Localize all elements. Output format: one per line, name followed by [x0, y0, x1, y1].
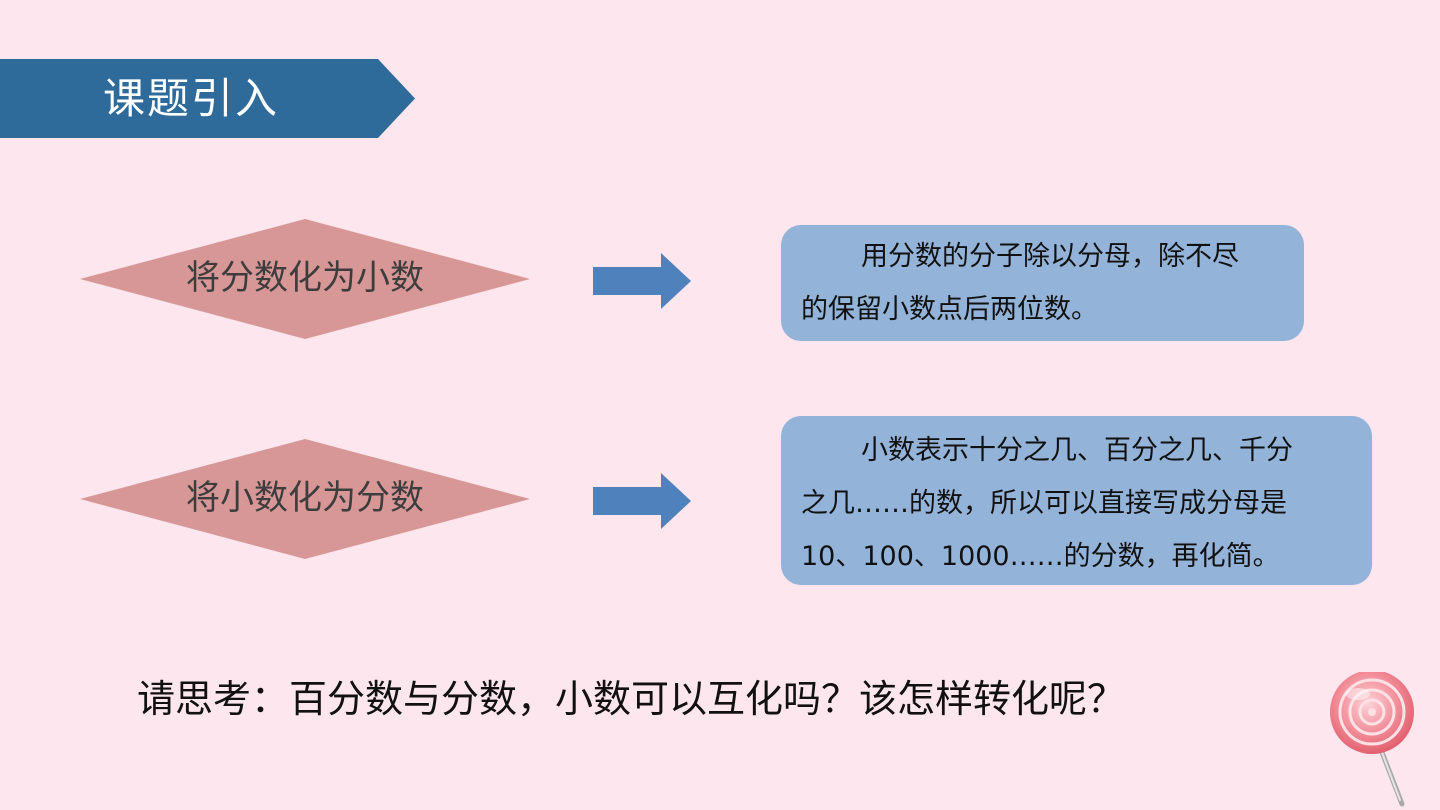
- explanation-box-1: 用分数的分子除以分母，除不尽 的保留小数点后两位数。: [781, 225, 1304, 341]
- explanation-box-2: 小数表示十分之几、百分之几、千分 之几……的数，所以可以直接写成分母是 10、1…: [781, 416, 1372, 585]
- right-arrow-icon: [593, 473, 691, 529]
- explanation-line: 用分数的分子除以分母，除不尽: [861, 241, 1239, 272]
- explanation-line: 小数表示十分之几、百分之几、千分: [861, 435, 1293, 466]
- page-title: 课题引入: [103, 74, 280, 123]
- banner-shape: [0, 59, 415, 138]
- lollipop-icon: [1330, 672, 1414, 807]
- question-text: 请思考：百分数与分数，小数可以互化吗？该怎样转化呢？: [137, 677, 1126, 721]
- explanation-line: 10、100、1000……的分数，再化简。: [801, 541, 1280, 572]
- title-banner: 课题引入: [0, 59, 415, 138]
- topic-label-2: 将小数化为分数: [186, 478, 424, 518]
- topic-diamond-2: 将小数化为分数: [80, 439, 530, 559]
- right-arrow-icon: [593, 253, 691, 309]
- explanation-line: 的保留小数点后两位数。: [801, 294, 1098, 325]
- topic-diamond-1: 将分数化为小数: [80, 219, 530, 339]
- explanation-line: 之几……的数，所以可以直接写成分母是: [801, 488, 1287, 519]
- topic-label-1: 将分数化为小数: [186, 258, 424, 298]
